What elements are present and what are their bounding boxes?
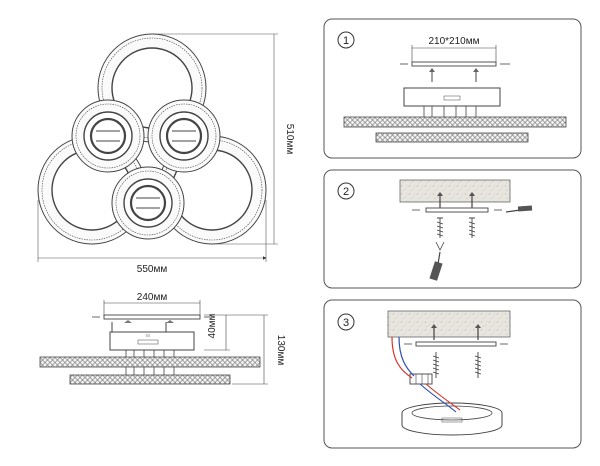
step-number: 2 xyxy=(343,186,349,198)
step-panel-3: 3 xyxy=(323,299,582,449)
ceiling-block xyxy=(387,310,511,338)
height-label: 510мм xyxy=(284,124,295,155)
width-label: 550мм xyxy=(137,264,168,275)
step-badge xyxy=(337,31,355,49)
total-height-label: 130мм xyxy=(275,335,286,366)
dimension-height xyxy=(152,33,278,245)
step-badge xyxy=(337,182,355,200)
side-view xyxy=(39,300,268,385)
mount-plate-label: 210*210мм xyxy=(428,36,479,47)
step-number: 1 xyxy=(343,35,349,47)
step-panel-2: 2 xyxy=(323,169,582,289)
base-height-label: 40мм xyxy=(207,313,218,338)
red-wire xyxy=(391,336,413,379)
step-badge xyxy=(337,313,355,331)
ring-small-right xyxy=(147,99,221,173)
top-view-chandelier xyxy=(37,33,267,245)
base-width-label: 240мм xyxy=(137,292,168,303)
step-panel-1: 1 210*210мм xyxy=(323,18,582,159)
dimension-width xyxy=(37,200,267,262)
ceiling-block xyxy=(399,179,511,203)
ring-small-bottom xyxy=(111,166,185,240)
blue-wire xyxy=(398,336,415,377)
svg-text:≡≡: ≡≡ xyxy=(146,333,151,338)
step-number: 3 xyxy=(343,317,349,329)
ring-small-left xyxy=(71,99,145,173)
